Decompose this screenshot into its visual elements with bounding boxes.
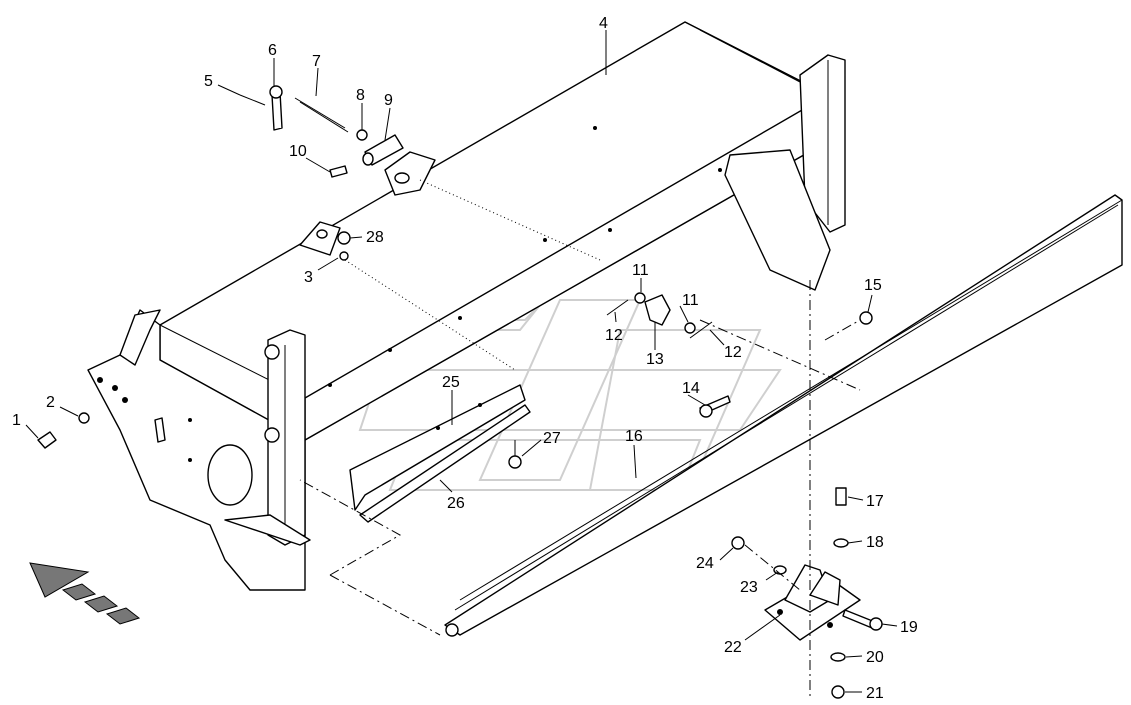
callout-22: 22 bbox=[724, 639, 742, 656]
assembly-lines bbox=[299, 179, 861, 700]
callout-20: 20 bbox=[866, 649, 884, 666]
callout-7: 7 bbox=[312, 53, 321, 70]
callout-12-left: 12 bbox=[605, 327, 623, 344]
right-vertical-post bbox=[724, 54, 846, 291]
callout-13: 13 bbox=[646, 351, 664, 368]
callout-11-left: 11 bbox=[632, 262, 649, 279]
callout-9: 9 bbox=[384, 92, 393, 109]
frame-lug-brackets bbox=[299, 151, 436, 256]
callout-17: 17 bbox=[866, 493, 884, 510]
callout-18: 18 bbox=[866, 534, 884, 551]
callout-3: 3 bbox=[304, 269, 313, 286]
callout-25: 25 bbox=[442, 374, 460, 391]
callout-14: 14 bbox=[682, 380, 700, 397]
callout-10: 10 bbox=[289, 143, 307, 160]
main-frame-beam bbox=[159, 21, 831, 441]
callout-24: 24 bbox=[696, 555, 714, 572]
callout-2: 2 bbox=[46, 394, 55, 411]
callout-labels: 1 2 3 4 5 6 7 8 9 10 11 11 12 12 13 14 1… bbox=[12, 15, 918, 702]
callout-26: 26 bbox=[447, 495, 465, 512]
callout-15: 15 bbox=[864, 277, 882, 294]
callout-12-right: 12 bbox=[724, 344, 742, 361]
lower-channel bbox=[349, 384, 531, 523]
callout-21: 21 bbox=[866, 685, 884, 702]
callout-6: 6 bbox=[268, 42, 277, 59]
callout-8: 8 bbox=[356, 87, 365, 104]
side-rail bbox=[444, 194, 1123, 637]
callout-27: 27 bbox=[543, 430, 561, 447]
callout-4: 4 bbox=[599, 15, 608, 32]
leader-lines bbox=[25, 30, 898, 693]
callout-23: 23 bbox=[740, 579, 758, 596]
callout-5: 5 bbox=[204, 73, 213, 90]
callout-19: 19 bbox=[900, 619, 918, 636]
callout-1: 1 bbox=[12, 412, 21, 429]
hinge-bracket bbox=[644, 294, 671, 326]
mount-bracket bbox=[764, 564, 861, 641]
callout-11-right: 11 bbox=[682, 292, 699, 309]
direction-arrow-icon bbox=[29, 562, 141, 625]
left-vertical-post bbox=[224, 329, 311, 546]
callout-28: 28 bbox=[366, 229, 384, 246]
callout-16: 16 bbox=[625, 428, 643, 445]
